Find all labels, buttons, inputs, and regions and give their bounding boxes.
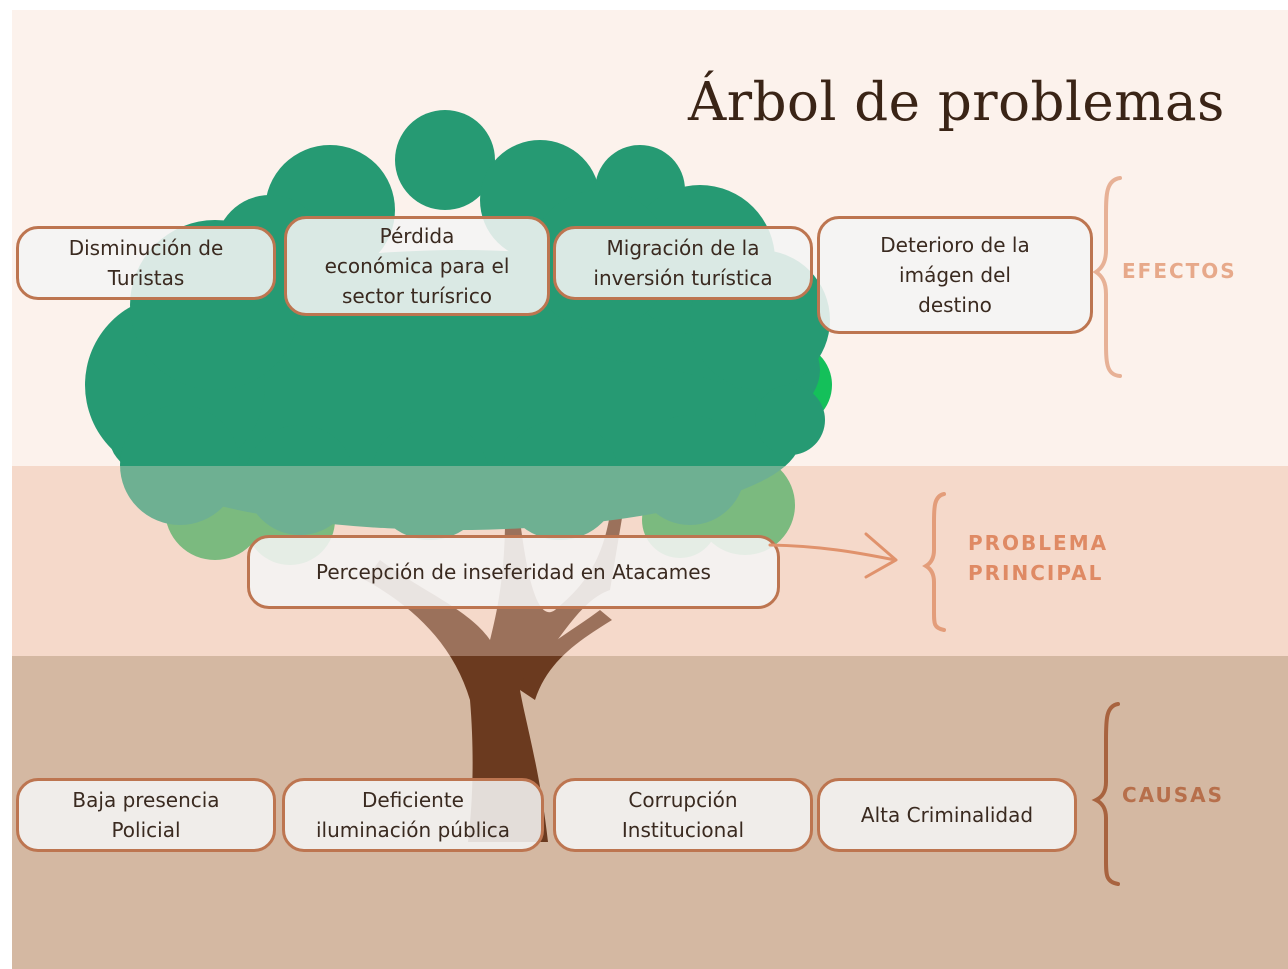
tree-trunk: [365, 500, 625, 842]
effect-text-line: económica para el: [324, 254, 510, 278]
effect-box-2: Pérdida económica para el sector turísrico: [284, 216, 550, 316]
main-problem-box: Percepción de inseferidad en Atacames: [247, 535, 780, 609]
cause-text-line: Baja presencia: [72, 788, 220, 812]
effect-text-line: destino: [918, 293, 992, 317]
cause-text-line: Deficiente: [362, 788, 464, 812]
cause-text-line: Alta Criminalidad: [860, 803, 1034, 827]
effect-text-line: Turistas: [107, 266, 185, 290]
effect-text-line: imágen del: [899, 263, 1011, 287]
problema-principal-label: PROBLEMA PRINCIPAL: [968, 528, 1108, 588]
cause-box-2: Deficiente iluminación pública: [282, 778, 544, 852]
page-title: Árbol de problemas: [688, 72, 1225, 133]
causas-label: CAUSAS: [1122, 783, 1225, 807]
problema-label-line: PROBLEMA: [968, 531, 1109, 555]
effect-text-line: Deterioro de la: [880, 233, 1030, 257]
efectos-label: EFECTOS: [1122, 259, 1237, 283]
effect-text-line: Disminución de: [68, 236, 224, 260]
effect-box-3: Migración de la inversión turística: [553, 226, 813, 300]
cause-text-line: Corrupción: [628, 788, 738, 812]
effect-text-line: inversión turística: [593, 266, 773, 290]
main-problem-text: Percepción de inseferidad en Atacames: [316, 560, 711, 584]
effect-text-line: Migración de la: [606, 236, 760, 260]
effect-text-line: Pérdida: [379, 224, 455, 248]
cause-text-line: Policial: [111, 818, 181, 842]
cause-text-line: iluminación pública: [315, 818, 510, 842]
cause-box-4: Alta Criminalidad: [817, 778, 1077, 852]
effect-text-line: sector turísrico: [341, 284, 493, 308]
effect-box-1: Disminución de Turistas: [16, 226, 276, 300]
cause-text-line: Institucional: [621, 818, 745, 842]
principal-label-line: PRINCIPAL: [968, 561, 1104, 585]
effect-box-4: Deterioro de la imágen del destino: [817, 216, 1093, 334]
